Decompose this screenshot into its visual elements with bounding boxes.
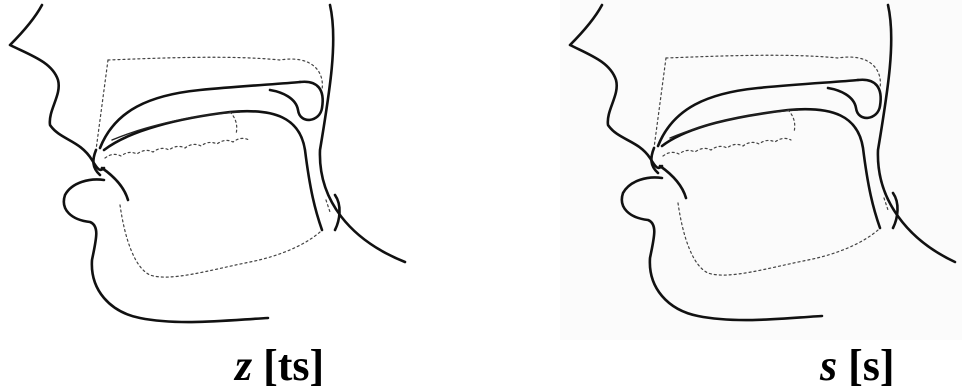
caption-letter: z xyxy=(235,341,252,390)
nasal-cavity-outline xyxy=(108,57,322,90)
vocal-tract-svg-s xyxy=(560,0,962,340)
upper-incisor xyxy=(651,148,658,173)
tongue-underline xyxy=(670,110,798,138)
vocal-tract-svg-z xyxy=(0,0,420,340)
face-profile-upper xyxy=(10,5,104,170)
caption-z: z [ts] xyxy=(235,342,324,390)
upper-incisor xyxy=(93,150,100,175)
pharynx-wall xyxy=(878,5,955,262)
tongue-body-outline xyxy=(678,203,878,275)
caption-letter: s xyxy=(820,341,837,390)
lower-incisor xyxy=(102,168,128,200)
caption-ipa: [ts] xyxy=(263,341,324,390)
face-profile-upper xyxy=(570,5,662,168)
pharynx-wall xyxy=(320,5,405,262)
tongue-surface xyxy=(104,111,322,230)
vocal-tract-diagram-s xyxy=(560,0,962,340)
face-profile-lower xyxy=(622,178,822,321)
teeth-gumline xyxy=(663,138,791,156)
teeth-gumline xyxy=(105,138,249,158)
floor-outline xyxy=(230,112,237,134)
floor-outline xyxy=(788,110,795,132)
nasal-cavity-outline xyxy=(666,55,880,88)
epiglottis-dash xyxy=(326,200,330,212)
face-profile-lower xyxy=(64,180,268,323)
caption-ipa: [s] xyxy=(848,341,894,390)
tongue-surface xyxy=(662,109,880,228)
tongue-body-outline xyxy=(120,205,320,277)
lower-incisor xyxy=(660,166,686,198)
vocal-tract-diagram-z xyxy=(0,0,420,340)
caption-s: s [s] xyxy=(820,342,895,390)
